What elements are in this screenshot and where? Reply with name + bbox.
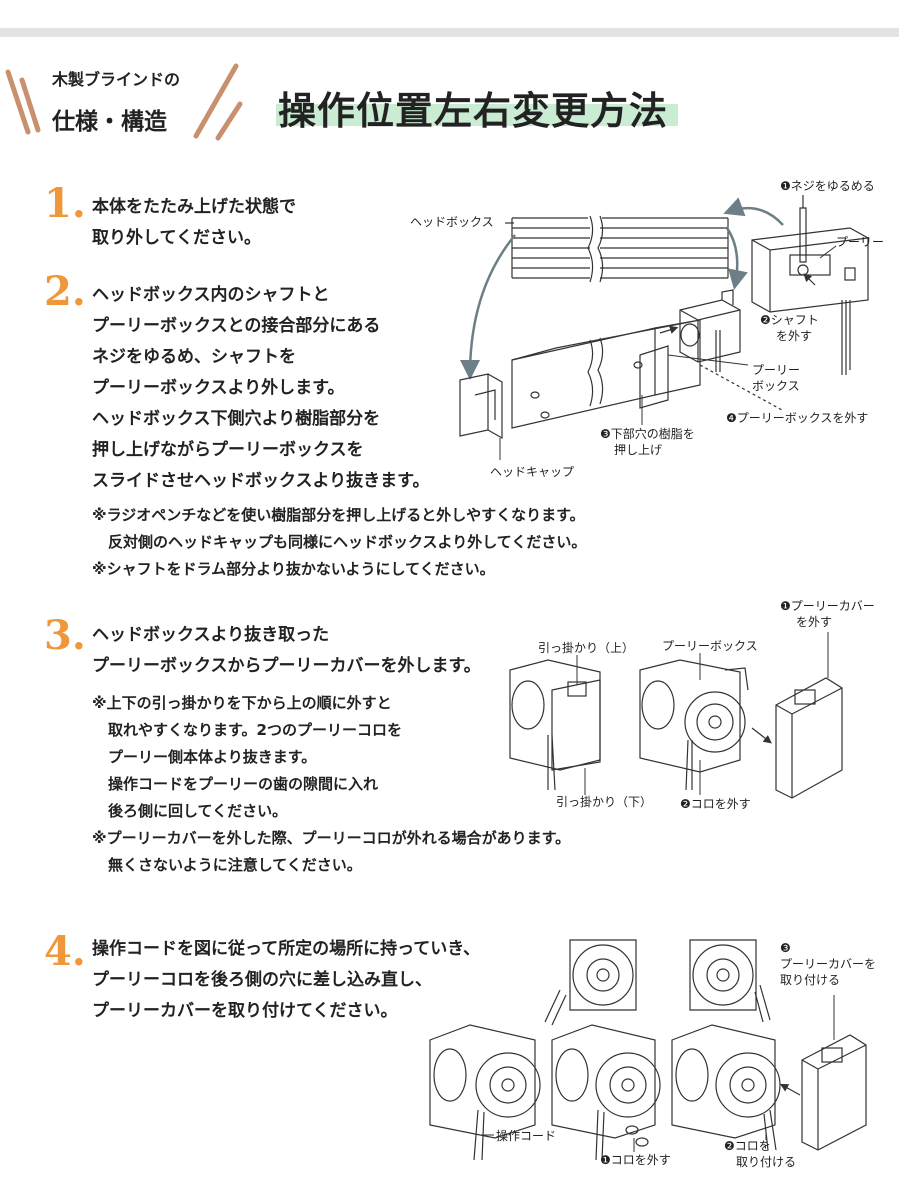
title-highlight	[276, 104, 678, 126]
note-line: 反対側のヘッドキャップも同様にヘッドボックスより外してください。	[108, 533, 587, 551]
badge-subtitle: 木製ブラインドの	[52, 70, 181, 89]
gear-top-right-icon	[689, 939, 771, 1023]
label-push-resin: ❸下部穴の樹脂を 押し上げ	[600, 426, 695, 458]
badge-title: 仕様・構造	[52, 109, 167, 135]
label-remove-cover-line: ❶プーリーカバー	[780, 599, 875, 613]
pulley-cover-step4-icon	[801, 1034, 867, 1151]
step-2-line: プーリーボックスより外します。	[92, 378, 345, 398]
label-pulley: プーリー	[836, 235, 885, 249]
head-cap-icon	[459, 373, 503, 440]
step-2-text: ヘッドボックス内のシャフトと プーリーボックスとの接合部分にある ネジをゆるめ、…	[92, 280, 429, 497]
note-line: 操作コードをプーリーの歯の隙間に入れ	[108, 775, 379, 793]
note-line: ※上下の引っ掛かりを下から上の順に外すと	[92, 694, 392, 712]
pulley-gear-open-icon	[639, 659, 749, 791]
label-pulley-box-line: ボックス	[752, 379, 800, 394]
step-3-line: ヘッドボックスより抜き取った	[92, 625, 330, 645]
label-remove-roller-4: ❶コロを外す	[600, 1153, 671, 1167]
note-line: ※ラジオペンチなどを使い樹脂部分を押し上げると外しやすくなります。	[92, 506, 585, 524]
pulley-step4-b-icon	[551, 1024, 661, 1161]
step-2-line: プーリーボックスとの接合部分にある	[92, 316, 381, 336]
label-attach-roller: ❷コロを 取り付ける	[724, 1138, 796, 1170]
label-shaft-line: を外す	[776, 329, 813, 344]
label-remove-roller-3: ❷コロを外す	[680, 797, 751, 811]
blind-slats-icon	[511, 215, 729, 283]
note-line: 後ろ側に回してください。	[108, 802, 288, 820]
top-divider	[0, 28, 899, 37]
note-line: ※シャフトをドラム部分より抜かないようにしてください。	[92, 560, 495, 578]
step-4-text: 操作コードを図に従って所定の場所に持っていき、 プーリーコロを後ろ側の穴に差し込…	[92, 934, 480, 1027]
label-remove-cover: ❶プーリーカバー を外す	[780, 598, 875, 630]
step-4-line: プーリーコロを後ろ側の穴に差し込み直し、	[92, 970, 432, 990]
label-head-box: ヘッドボックス	[410, 215, 494, 229]
pulley-box-icon	[679, 289, 741, 372]
page-title: 操作位置左右変更方法	[278, 89, 669, 133]
label-hook-bottom: 引っ掛かり（下）	[556, 795, 653, 809]
label-head-cap: ヘッドキャップ	[490, 465, 575, 479]
label-pulley-box-3: プーリーボックス	[662, 639, 758, 653]
step-2-line: ヘッドボックス内のシャフトと	[92, 285, 330, 305]
label-push-resin-line: 押し上げ	[614, 443, 663, 458]
step-1-text: 本体をたたみ上げた状態で 取り外してください。	[92, 192, 296, 254]
pulley-step4-a-icon	[429, 1024, 541, 1161]
label-attach-roller-line: ❷コロを	[724, 1139, 771, 1153]
step-2-number: 2.	[44, 268, 86, 315]
step-2-line: ネジをゆるめ、シャフトを	[92, 347, 296, 367]
step-1-line: 本体をたたみ上げた状態で	[92, 197, 296, 217]
label-cord: 操作コード	[496, 1129, 557, 1143]
label-attach-roller-line: 取り付ける	[736, 1155, 797, 1170]
label-shaft: ❷シャフト を外す	[760, 312, 819, 344]
step-1-number: 1.	[44, 180, 86, 227]
label-attach-cover-num: ❸	[780, 941, 791, 955]
label-attach-cover: ❸ プーリーカバーを 取り付ける	[780, 940, 876, 989]
step-2-line: 押し上げながらプーリーボックスを	[92, 440, 364, 460]
step-1-line: 取り外してください。	[92, 228, 261, 248]
figure-step4	[429, 939, 867, 1161]
step-3-line: プーリーボックスからプーリーカバーを外します。	[92, 656, 481, 676]
note-line: ※プーリーカバーを外した際、プーリーコロが外れる場合があります。	[92, 829, 571, 847]
pulley-cover-icon	[775, 677, 843, 799]
label-attach-cover-line: プーリーカバーを	[780, 957, 877, 972]
pulley-box-closed-icon	[509, 659, 601, 791]
step-2-notes: ※ラジオペンチなどを使い樹脂部分を押し上げると外しやすくなります。 反対側のヘッ…	[92, 502, 586, 583]
label-attach-cover-line: 取り付ける	[780, 973, 841, 988]
step-4-number: 4.	[44, 928, 86, 975]
label-pulley-box-line: プーリー	[752, 363, 801, 377]
badge-slash-decoration	[5, 63, 243, 141]
figure-step2	[459, 195, 869, 440]
step-3-notes: ※上下の引っ掛かりを下から上の順に外すと 取れやすくなります。2つのプーリーコロ…	[92, 690, 570, 879]
head-box-icon	[511, 319, 701, 429]
label-shaft-line: ❷シャフト	[760, 313, 819, 327]
pulley-detail-icon	[751, 195, 869, 375]
pulley-step4-c-icon	[671, 1024, 781, 1151]
figure-step3	[509, 659, 843, 799]
step-4-line: 操作コードを図に従って所定の場所に持っていき、	[92, 939, 481, 959]
step-3-number: 3.	[44, 612, 86, 659]
step-4-line: プーリーカバーを取り付けてください。	[92, 1001, 398, 1021]
label-push-resin-line: ❸下部穴の樹脂を	[600, 427, 695, 441]
note-line: プーリー側本体より抜きます。	[108, 748, 317, 766]
gear-top-left-icon	[544, 939, 637, 1026]
note-line: 取れやすくなります。2つのプーリーコロを	[108, 721, 402, 739]
step-2-line: スライドさせヘッドボックスより抜きます。	[92, 471, 430, 491]
label-hook-top: 引っ掛かり（上）	[538, 641, 635, 655]
label-remove-cover-line: を外す	[796, 615, 833, 630]
note-line: 無くさないように注意してください。	[108, 856, 362, 874]
step-2-line: ヘッドボックス下側穴より樹脂部分を	[92, 409, 381, 429]
label-remove-pulley-box: ❹プーリーボックスを外す	[726, 411, 869, 425]
label-pulley-box: プーリー ボックス	[752, 362, 800, 394]
step-3-text: ヘッドボックスより抜き取った プーリーボックスからプーリーカバーを外します。	[92, 620, 481, 682]
label-loosen-screw: ❶ネジをゆるめる	[780, 179, 875, 193]
